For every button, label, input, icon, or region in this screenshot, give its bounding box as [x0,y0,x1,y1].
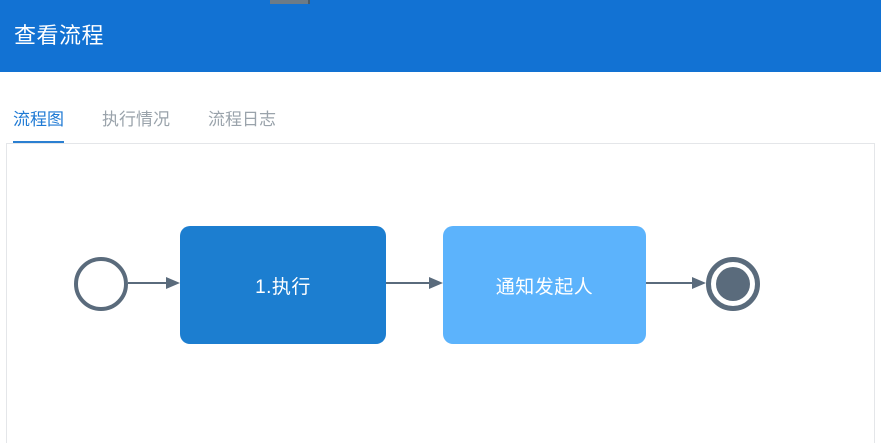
flow-node-start-event[interactable] [74,257,128,311]
flow-node-end-event-core [716,267,750,301]
scrollbar-fragment-edge [308,0,310,4]
tab-process-log[interactable]: 流程日志 [208,110,276,129]
app-header: 查看流程 [0,0,881,72]
flow-node-task-1-label: 1.执行 [255,276,311,298]
flow-connector-task2-to-end [646,277,706,289]
flow-node-task-2[interactable]: 通知发起人 [443,226,646,344]
flow-node-task-1[interactable]: 1.执行 [180,226,386,344]
flow-chart-panel: 1.执行 通知发起人 [6,143,875,443]
tab-bar: 流程图 执行情况 流程日志 [0,72,881,144]
tab-flow-chart[interactable]: 流程图 [13,111,64,144]
flow-connector-task1-to-task2 [386,277,443,289]
flow-node-end-event[interactable] [706,257,760,311]
scrollbar-fragment [270,0,308,4]
tab-execution-status[interactable]: 执行情况 [102,110,170,129]
page-title: 查看流程 [14,23,105,48]
flow-connector-start-to-task1 [128,277,180,289]
top-chrome-sliver [0,0,881,4]
flow-node-task-2-label: 通知发起人 [495,276,594,298]
flow-diagram-canvas[interactable]: 1.执行 通知发起人 [7,144,874,443]
